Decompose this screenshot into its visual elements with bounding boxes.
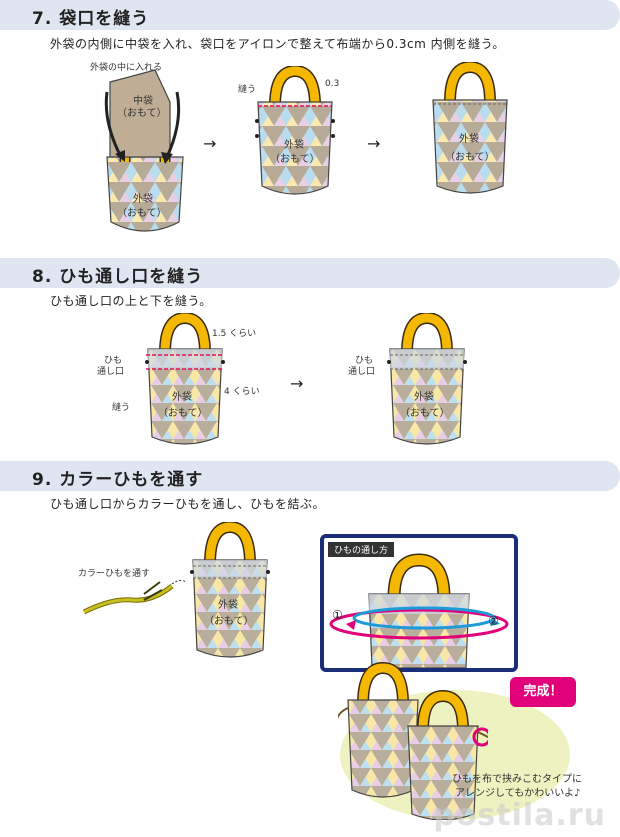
- step7-arrow-2: →: [367, 134, 381, 153]
- inner-bag-label-2: （おもて）: [117, 108, 167, 119]
- step9-bag-label-2: （おもて）: [204, 616, 254, 627]
- step8-bag-label-1: 外袋: [172, 392, 192, 403]
- step8-instruction: ひも通し口の上と下を縫う。: [50, 294, 212, 308]
- opening-label-3: ひも: [355, 356, 374, 366]
- step8-finished-bag: [387, 313, 467, 445]
- completed-bag-2: [407, 690, 488, 820]
- step8-finished-label-2: （おもて）: [400, 408, 450, 419]
- threading-guide-title: ひもの通し方: [328, 542, 395, 557]
- step8-finished-label-1: 外袋: [414, 392, 434, 403]
- step8-sewing-bag: [145, 313, 225, 445]
- thread-label: カラーひもを通す: [78, 569, 151, 579]
- step9-title: 9. カラーひもを通す: [32, 470, 204, 490]
- marker-2: ②: [488, 614, 499, 628]
- measure-4: 4 くらい: [224, 387, 260, 397]
- sew-label-7: 縫う: [238, 85, 257, 95]
- step9-bag-label-1: 外袋: [218, 600, 238, 611]
- finished-bag-label-1: 外袋: [459, 134, 479, 145]
- step7-header: 7. 袋口を縫う: [0, 0, 620, 30]
- cord-illustration: [82, 579, 187, 615]
- threading-guide-panel: ひもの通し方 ① ②: [320, 534, 518, 672]
- step7-instruction: 外袋の内側に中袋を入れ、袋口をアイロンで整えて布端から0.3cm 内側を縫う。: [50, 37, 505, 51]
- step7-sewn-bag: [255, 66, 335, 195]
- step7-title: 7. 袋口を縫う: [32, 9, 150, 29]
- step8-arrow: →: [290, 374, 304, 393]
- step8-header: 8. ひも通し口を縫う: [0, 258, 620, 288]
- watermark: postila.ru: [433, 798, 606, 833]
- opening-label-1: ひも: [104, 356, 123, 366]
- step7-insert-illustration: [104, 69, 184, 232]
- completed-bag-1: [338, 661, 419, 798]
- outer-bag-label-2: （おもて）: [117, 208, 167, 219]
- outer-bag-label-1: 外袋: [133, 194, 153, 205]
- step9-instruction: ひも通し口からカラーひもを通し、ひもを結ぶ。: [50, 497, 326, 511]
- step7-arrow-1: →: [203, 134, 217, 153]
- measure-03: 0.3: [325, 79, 340, 89]
- opening-label-4: 通し口: [348, 367, 376, 377]
- inner-bag-label-1: 中袋: [133, 96, 153, 107]
- finished-bag-label-2: （おもて）: [445, 152, 495, 163]
- marker-1: ①: [332, 608, 343, 622]
- arrange-note-1: ひもを布で挟みこむタイプに: [452, 774, 582, 785]
- complete-badge: 完成！: [510, 677, 576, 707]
- measure-1-5: 1.5 くらい: [212, 329, 257, 339]
- sewn-bag-label-1: 外袋: [284, 140, 304, 151]
- step9-bag: [190, 522, 270, 658]
- threading-guide-illustration: [329, 553, 509, 668]
- step8-bag-label-2: （おもて）: [158, 408, 208, 419]
- step9-header: 9. カラーひもを通す: [0, 461, 620, 491]
- step7-finished-bag: [432, 62, 508, 194]
- sewn-bag-label-2: （おもて）: [270, 154, 320, 165]
- step8-title: 8. ひも通し口を縫う: [32, 267, 204, 287]
- sew-label-8: 縫う: [112, 403, 131, 413]
- arrange-note-2: アレンジしてもかわいいよ♪: [455, 788, 581, 799]
- opening-label-2: 通し口: [97, 367, 125, 377]
- insert-label: 外袋の中に入れる: [90, 63, 163, 73]
